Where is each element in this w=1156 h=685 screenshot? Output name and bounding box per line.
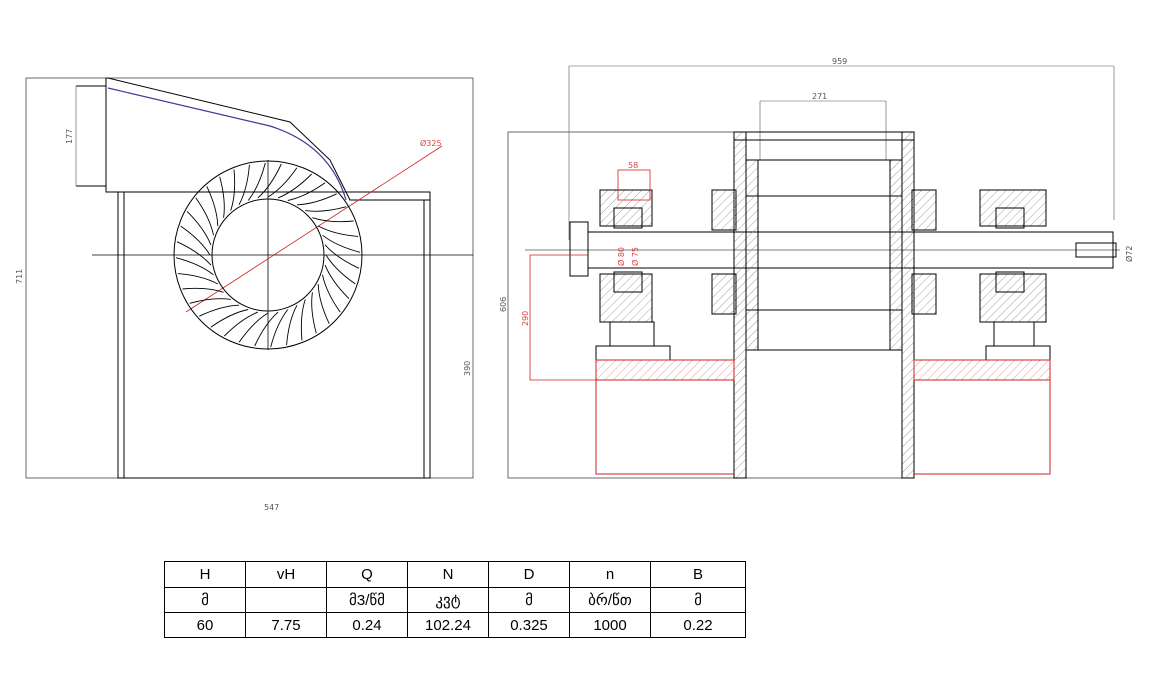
spec-unit-cell: მ — [488, 587, 570, 613]
impeller-blade — [277, 173, 313, 199]
impeller-blade — [186, 210, 212, 246]
impeller-blade — [206, 186, 219, 227]
spec-values-row: 60 7.75 0.24 102.24 0.325 1000 0.22 — [164, 612, 746, 638]
spec-unit-cell: მ — [164, 587, 246, 613]
spec-table: H vH Q N D n B მ მ3/წმ კვტ მ ბრ/წთ მ 60 … — [164, 561, 746, 638]
dim-shaft-dia-b: Ø 75 — [630, 247, 640, 266]
impeller-blade — [254, 311, 279, 347]
impeller-blade — [247, 162, 266, 201]
spec-unit-cell: მ — [650, 587, 746, 613]
impeller-blade — [300, 299, 306, 341]
spec-value-cell: 0.22 — [650, 612, 746, 638]
impeller-blade — [287, 182, 326, 201]
impeller-blade — [210, 309, 249, 328]
impeller-blade — [305, 206, 347, 212]
dim-left-width: 547 — [264, 503, 279, 512]
spec-header-cell: D — [488, 561, 570, 588]
impeller-blade — [199, 304, 240, 317]
impeller-blade — [312, 217, 354, 223]
dimension-labels: 711 177 Ø325 390 547 959 271 606 290 58 … — [15, 57, 1134, 512]
spec-unit-cell — [245, 587, 327, 613]
spec-value-cell: 0.325 — [488, 612, 570, 638]
spec-unit-cell: ბრ/წთ — [569, 587, 651, 613]
spec-value-cell: 7.75 — [245, 612, 327, 638]
impeller-blade — [317, 225, 359, 237]
impeller-blade — [322, 234, 361, 253]
impeller-blade — [176, 241, 212, 266]
section-view — [507, 65, 1120, 479]
impeller-blade — [270, 309, 289, 348]
impeller-blade — [257, 163, 282, 199]
dim-shaft-dia-a: Ø 80 — [616, 247, 626, 266]
impeller-blade — [219, 176, 225, 218]
spec-header-cell: B — [650, 561, 746, 588]
dim-shaft-end-dia: Ø72 — [1124, 246, 1134, 262]
impeller-blade — [324, 264, 350, 300]
impeller-blade — [180, 225, 211, 256]
impeller-blade — [296, 193, 337, 206]
dim-impeller-dia: Ø325 — [420, 138, 442, 148]
spec-value-cell: 60 — [164, 612, 246, 638]
impeller-blade — [325, 254, 356, 285]
impeller-blade — [230, 169, 236, 211]
spec-header-cell: N — [407, 561, 489, 588]
impeller-blade — [324, 244, 360, 269]
spec-units-row: მ მ3/წმ კვტ მ ბრ/წთ მ — [164, 587, 746, 613]
front-view — [25, 77, 474, 479]
impeller-blade — [238, 164, 250, 206]
impeller-blades — [175, 162, 361, 348]
dim-shaft-axis-height: 290 — [521, 311, 530, 326]
impeller-blade — [238, 312, 269, 343]
spec-value-cell: 102.24 — [407, 612, 489, 638]
spec-value-cell: 1000 — [569, 612, 651, 638]
impeller-blade — [175, 257, 214, 276]
impeller-blade — [177, 273, 219, 285]
impeller-blade — [195, 197, 214, 236]
dim-outlet-height: 177 — [65, 129, 74, 144]
dim-center-width: 271 — [812, 92, 827, 101]
impeller — [173, 160, 363, 350]
dim-left-height: 711 — [15, 269, 24, 284]
dim-base-height: 390 — [463, 361, 472, 376]
impeller-blade — [317, 283, 330, 324]
spec-unit-cell: მ3/წმ — [326, 587, 408, 613]
spec-value-cell: 0.24 — [326, 612, 408, 638]
impeller-blade — [267, 167, 298, 198]
spec-header-cell: vH — [245, 561, 327, 588]
impeller-blade — [182, 287, 224, 293]
spec-header-cell: n — [569, 561, 651, 588]
dim-overall-length: 959 — [832, 57, 847, 66]
impeller-blade — [189, 298, 231, 304]
impeller-blade — [223, 311, 259, 337]
dim-bearing-width: 58 — [628, 161, 638, 170]
impeller-blade — [311, 292, 317, 334]
spec-header-row: H vH Q N D n B — [164, 561, 746, 588]
spec-header-cell: H — [164, 561, 246, 588]
spec-unit-cell: კვტ — [407, 587, 489, 613]
impeller-blade — [322, 274, 341, 313]
dim-right-height: 606 — [499, 297, 508, 312]
impeller-blade — [286, 304, 298, 346]
spec-header-cell: Q — [326, 561, 408, 588]
